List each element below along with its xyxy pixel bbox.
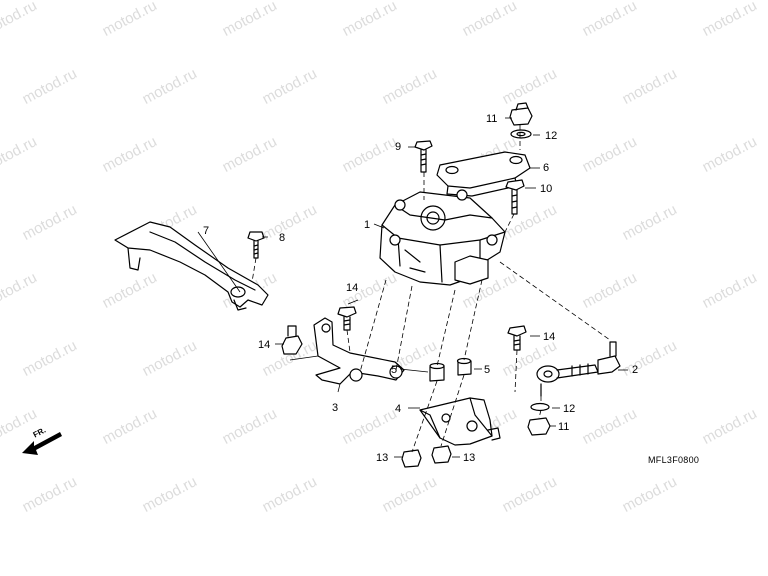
bracket-part-4: [419, 397, 501, 446]
callout-14-a: 14: [346, 282, 359, 294]
leader-3: [337, 383, 341, 393]
assembly-lines: [251, 125, 611, 453]
callout-2: 2: [632, 364, 639, 376]
bolt-part-9: [414, 140, 433, 173]
callout-13-b: 13: [463, 452, 476, 464]
callout-14-b: 14: [258, 339, 271, 351]
callout-3: 3: [332, 402, 339, 414]
bolt-part-8: [247, 231, 265, 259]
tie-rod-part-2: [536, 341, 621, 397]
callout-5-b: 5: [484, 364, 491, 376]
upper-stay-part-6: [436, 151, 531, 197]
callout-4: 4: [395, 403, 402, 415]
collar-part-5-b: [456, 357, 472, 376]
leader-14-a: [347, 299, 359, 305]
bolt-part-14-a: [337, 306, 357, 331]
front-direction-arrow-icon: [22, 432, 62, 455]
bolt-part-14-c: [507, 325, 527, 351]
callout-11-lower: 11: [558, 421, 570, 433]
leader-7: [197, 231, 241, 293]
stay-bracket-part-7: [114, 221, 269, 311]
callout-10: 10: [540, 183, 553, 195]
leader-1: [373, 223, 385, 229]
callout-11-top: 11: [486, 113, 498, 125]
callout-12-top: 12: [545, 130, 558, 142]
bracket-part-3: [313, 317, 405, 385]
washer-part-12-lower: [530, 402, 550, 412]
callout-12-lower: 12: [563, 403, 576, 415]
bolt-part-14-b: [281, 325, 303, 355]
collar-part-5-a: [429, 362, 445, 382]
callout-6: 6: [543, 162, 550, 174]
diagram-code: MFL3F0800: [648, 455, 700, 465]
leader-5-a: [399, 368, 429, 373]
leader-14-b-bracket: [289, 355, 319, 361]
bolt-part-10: [505, 179, 525, 215]
steering-damper-part-1: [379, 189, 506, 286]
callout-1: 1: [364, 219, 371, 231]
callout-8: 8: [279, 232, 286, 244]
callout-7: 7: [203, 225, 210, 237]
nut-part-11-top: [509, 102, 533, 126]
nut-part-11-lower: [527, 417, 551, 436]
callout-14-c: 14: [543, 331, 556, 343]
nut-part-13-b: [431, 445, 452, 464]
callout-5-a: 5: [391, 364, 398, 376]
nut-part-13-a: [401, 449, 422, 468]
washer-part-12-top: [510, 129, 532, 139]
callout-13-a: 13: [376, 452, 389, 464]
callout-9: 9: [395, 141, 402, 153]
